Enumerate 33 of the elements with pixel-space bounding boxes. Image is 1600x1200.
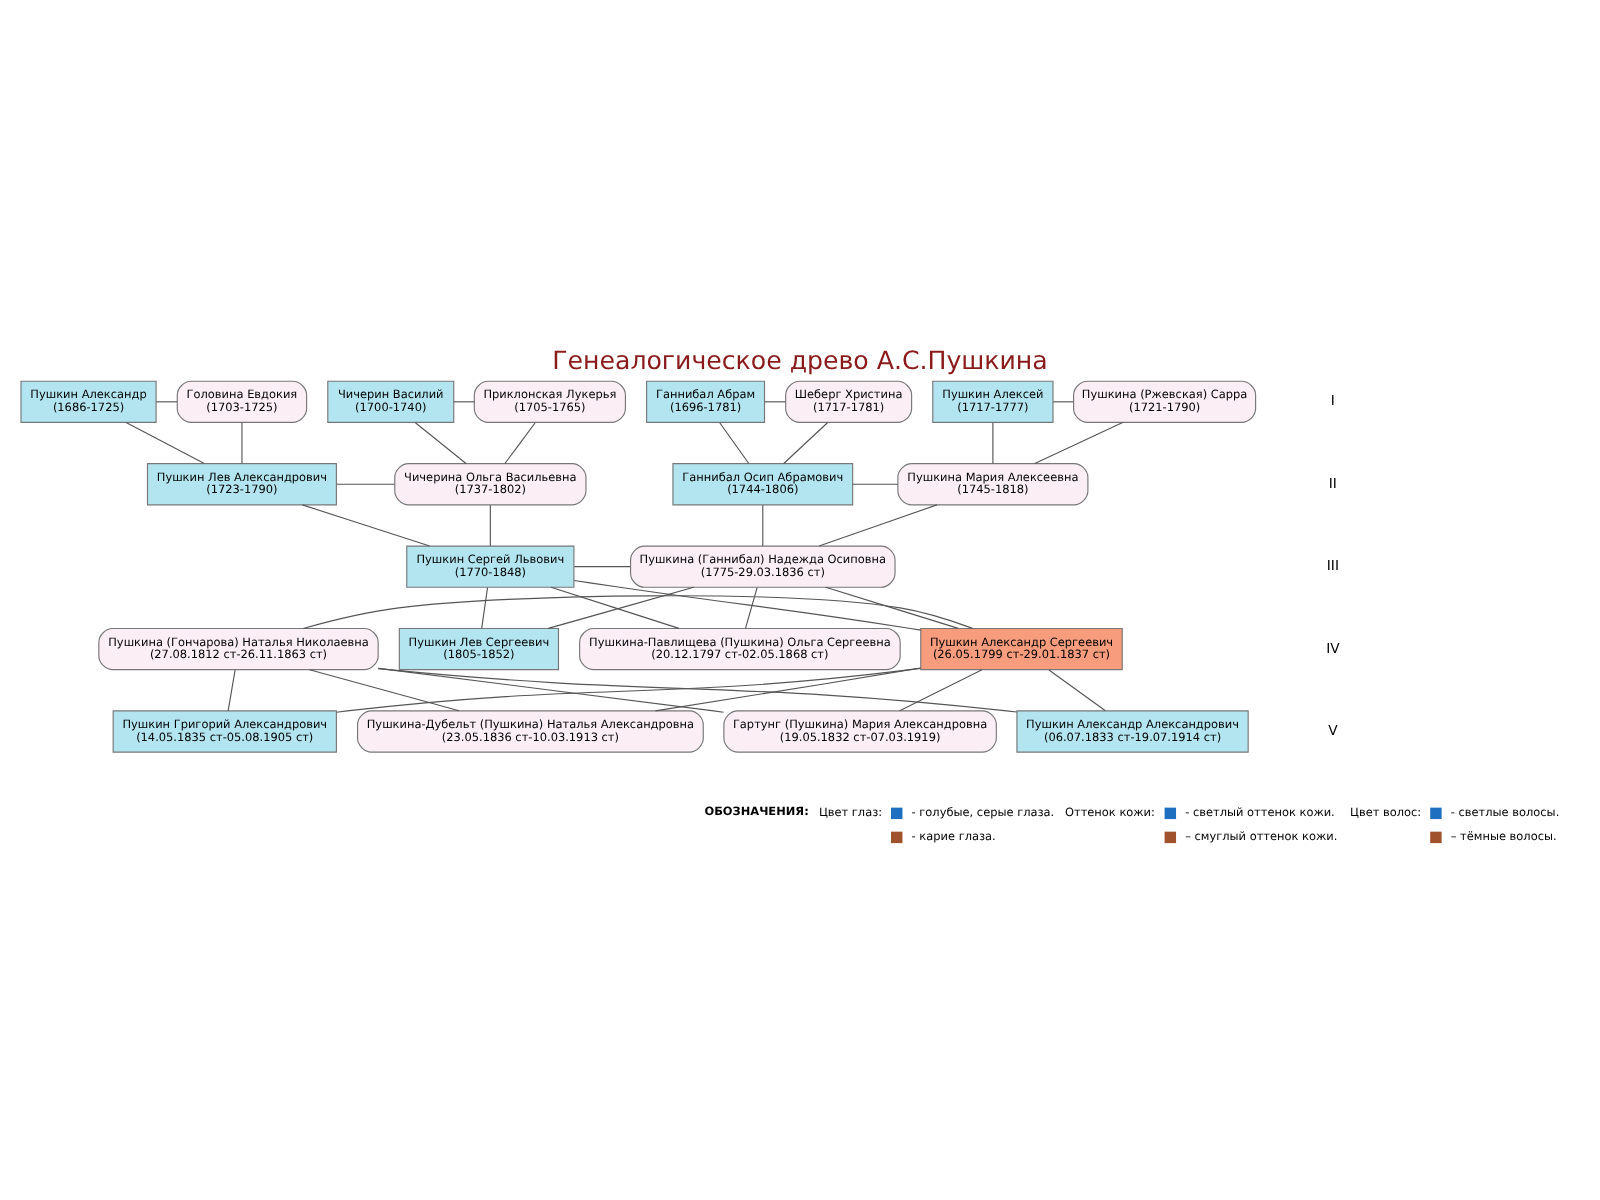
connector bbox=[573, 565, 631, 567]
connector bbox=[573, 578, 922, 630]
connector bbox=[125, 421, 205, 463]
connector bbox=[744, 586, 758, 628]
connector bbox=[1048, 668, 1106, 711]
connector bbox=[992, 421, 994, 464]
connector bbox=[335, 666, 922, 712]
connector bbox=[453, 400, 475, 402]
connector bbox=[227, 668, 236, 711]
connector bbox=[762, 503, 764, 546]
connector bbox=[504, 421, 536, 464]
connector bbox=[336, 482, 396, 484]
connector bbox=[818, 503, 938, 546]
connector bbox=[414, 421, 467, 464]
connector bbox=[302, 594, 974, 629]
connector bbox=[489, 503, 491, 546]
connector bbox=[719, 421, 750, 464]
connector bbox=[241, 421, 243, 464]
connector bbox=[654, 666, 922, 711]
connector bbox=[377, 667, 1018, 712]
connector bbox=[852, 482, 899, 484]
connector bbox=[308, 668, 460, 711]
connector bbox=[764, 400, 786, 402]
connector bbox=[825, 585, 959, 628]
connector bbox=[377, 666, 725, 712]
connector bbox=[783, 421, 828, 464]
connector bbox=[899, 668, 983, 711]
connector bbox=[301, 503, 431, 546]
connector bbox=[1034, 421, 1124, 464]
connector bbox=[155, 400, 178, 402]
diagram-title: Генеалогическое древо А.С.Пушкина bbox=[552, 344, 1048, 375]
connector bbox=[481, 586, 489, 628]
connector bbox=[1052, 400, 1074, 402]
